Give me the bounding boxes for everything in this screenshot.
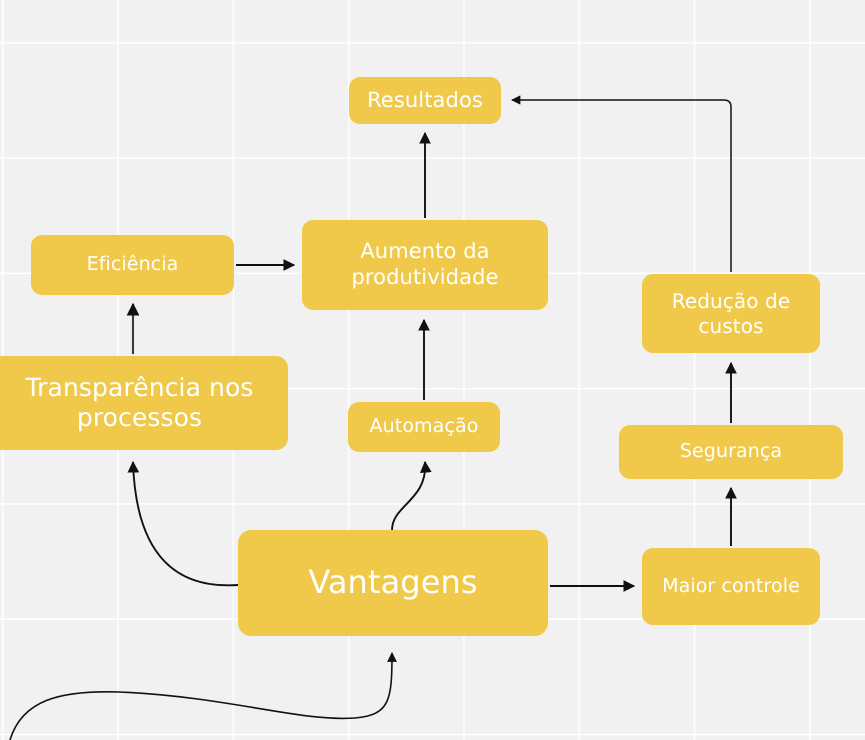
node-aumento-da-produtividade-label: Aumento da produtividade bbox=[351, 239, 499, 289]
node-eficiencia[interactable]: Eficiência bbox=[31, 235, 234, 295]
node-resultados-label: Resultados bbox=[367, 87, 483, 112]
node-vantagens[interactable]: Vantagens bbox=[238, 530, 548, 636]
node-automacao[interactable]: Automação bbox=[348, 402, 500, 452]
node-transparencia-nos-processos[interactable]: Transparência nos processos bbox=[0, 356, 288, 450]
node-seguranca-label: Segurança bbox=[679, 440, 783, 463]
node-reducao-de-custos[interactable]: Redução de custos bbox=[642, 274, 820, 353]
node-seguranca[interactable]: Segurança bbox=[619, 425, 843, 479]
node-transparencia-nos-processos-label: Transparência nos processos bbox=[25, 372, 254, 433]
node-reducao-de-custos-label: Redução de custos bbox=[671, 289, 791, 338]
node-aumento-da-produtividade[interactable]: Aumento da produtividade bbox=[302, 220, 548, 310]
edge-offscreen-to-vantagens bbox=[9, 652, 397, 740]
edge-vantagens-to-automacao bbox=[391, 460, 432, 531]
node-eficiencia-label: Eficiência bbox=[86, 253, 179, 276]
node-vantagens-label: Vantagens bbox=[308, 563, 478, 602]
node-resultados[interactable]: Resultados bbox=[349, 77, 501, 124]
edge-vantagens-to-transparencia bbox=[127, 460, 239, 587]
node-automacao-label: Automação bbox=[369, 415, 479, 438]
node-maior-controle[interactable]: Maior controle bbox=[642, 548, 820, 625]
node-maior-controle-label: Maior controle bbox=[662, 574, 800, 597]
